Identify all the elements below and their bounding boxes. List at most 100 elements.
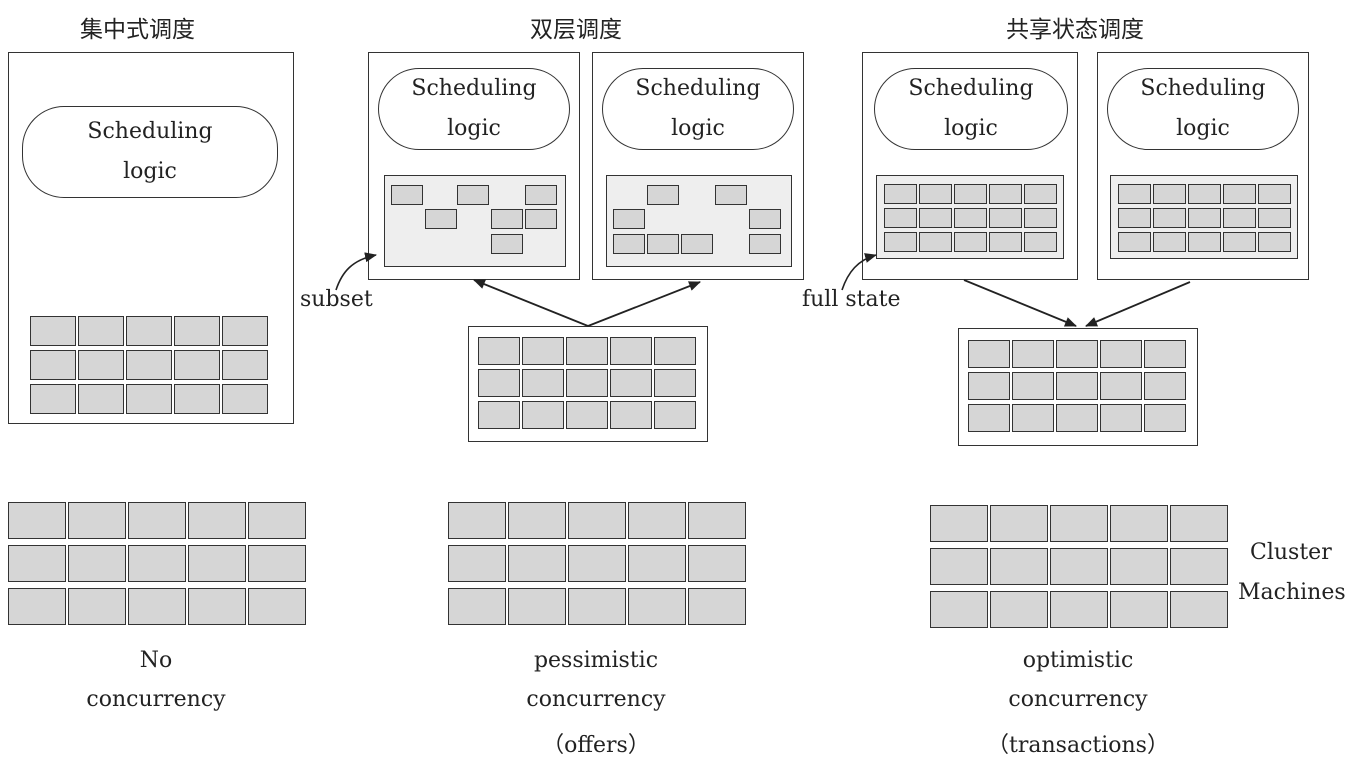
offered-machine-cell bbox=[425, 209, 457, 229]
machine-cell bbox=[126, 316, 172, 346]
cluster-machine-cell bbox=[508, 545, 566, 582]
state-cell bbox=[884, 208, 917, 228]
cluster-machine-cell bbox=[568, 588, 626, 625]
machine-cell bbox=[78, 384, 124, 414]
offered-machine-cell bbox=[749, 209, 781, 229]
state-cell bbox=[1153, 208, 1186, 228]
transaction-arrow-left bbox=[963, 279, 1077, 327]
state-cell bbox=[1188, 208, 1221, 228]
cluster-machine-cell bbox=[448, 502, 506, 539]
offered-machine-cell bbox=[391, 185, 423, 205]
state-cell bbox=[919, 184, 952, 204]
machine-cell bbox=[478, 369, 520, 397]
offered-machine-cell bbox=[681, 234, 713, 254]
cluster-machine-cell bbox=[68, 588, 126, 625]
offer-arrow-right bbox=[587, 281, 701, 327]
heading-centralized-scheduling: 集中式调度 bbox=[80, 17, 195, 43]
caption-no-concurrency-line1: No bbox=[139, 648, 173, 673]
state-cell bbox=[968, 404, 1010, 432]
subset-pointer-arrow bbox=[335, 252, 377, 291]
subset-label: subset bbox=[300, 287, 373, 312]
offered-machine-cell bbox=[613, 234, 645, 254]
state-cell bbox=[989, 232, 1022, 252]
cluster-machine-cell bbox=[1170, 548, 1228, 585]
full-state-pointer-arrow bbox=[841, 253, 877, 291]
machine-cell bbox=[126, 384, 172, 414]
state-cell bbox=[1188, 232, 1221, 252]
cluster-machine-cell bbox=[1170, 591, 1228, 628]
scheduling-logic-line1: Scheduling bbox=[87, 119, 213, 144]
caption-pessimistic-line2: concurrency bbox=[526, 687, 666, 712]
state-cell bbox=[1118, 232, 1151, 252]
cluster-machine-cell bbox=[930, 548, 988, 585]
cluster-machine-cell bbox=[990, 505, 1048, 542]
state-cell bbox=[1012, 404, 1054, 432]
state-cell bbox=[1056, 340, 1098, 368]
offered-machine-cell bbox=[715, 185, 747, 205]
cluster-machine-cell bbox=[688, 588, 746, 625]
cluster-machine-cell bbox=[188, 545, 246, 582]
state-cell bbox=[1100, 372, 1142, 400]
cluster-machine-cell bbox=[508, 588, 566, 625]
machine-cell bbox=[222, 350, 268, 380]
cluster-machine-cell bbox=[628, 502, 686, 539]
caption-pessimistic-line1: pessimistic bbox=[533, 648, 659, 673]
scheduling-logic-line1: Scheduling bbox=[908, 76, 1034, 101]
cluster-machine-cell bbox=[930, 505, 988, 542]
scheduling-logic-shared-2: Scheduling logic bbox=[1107, 68, 1299, 150]
offered-machine-cell bbox=[525, 209, 557, 229]
cluster-machine-cell bbox=[1110, 505, 1168, 542]
machine-cell bbox=[610, 337, 652, 365]
offered-machine-cell bbox=[749, 234, 781, 254]
state-cell bbox=[1100, 404, 1142, 432]
state-cell bbox=[884, 184, 917, 204]
heading-shared-state-scheduling: 共享状态调度 bbox=[1006, 17, 1144, 43]
scheduling-logic-centralized: Scheduling logic bbox=[22, 106, 278, 198]
state-cell bbox=[1144, 404, 1186, 432]
state-cell bbox=[1024, 184, 1057, 204]
caption-pessimistic-line3: （offers） bbox=[542, 733, 650, 758]
state-cell bbox=[968, 372, 1010, 400]
cluster-machine-cell bbox=[628, 545, 686, 582]
offer-arrow-left bbox=[473, 279, 589, 327]
machine-cell bbox=[78, 316, 124, 346]
cluster-machine-cell bbox=[128, 502, 186, 539]
machine-cell bbox=[610, 401, 652, 429]
state-cell bbox=[1188, 184, 1221, 204]
machine-cell bbox=[522, 401, 564, 429]
machine-cell bbox=[522, 337, 564, 365]
cluster-machine-cell bbox=[68, 502, 126, 539]
scheduling-logic-line2: logic bbox=[447, 116, 501, 141]
cluster-machine-cell bbox=[990, 548, 1048, 585]
machine-cell bbox=[174, 350, 220, 380]
machine-cell bbox=[654, 369, 696, 397]
state-cell bbox=[1024, 232, 1057, 252]
state-cell bbox=[989, 184, 1022, 204]
cluster-machine-cell bbox=[128, 588, 186, 625]
offered-machine-cell bbox=[457, 185, 489, 205]
scheduling-logic-line1: Scheduling bbox=[635, 76, 761, 101]
scheduling-logic-line1: Scheduling bbox=[1140, 76, 1266, 101]
state-cell bbox=[1223, 184, 1256, 204]
scheduling-logic-line1: Scheduling bbox=[411, 76, 537, 101]
machine-cell bbox=[478, 401, 520, 429]
cluster-machine-cell bbox=[448, 588, 506, 625]
machine-cell bbox=[174, 384, 220, 414]
state-cell bbox=[989, 208, 1022, 228]
cluster-machine-cell bbox=[1110, 548, 1168, 585]
state-cell bbox=[1153, 232, 1186, 252]
machine-cell bbox=[654, 401, 696, 429]
caption-optimistic-line2: concurrency bbox=[1008, 687, 1148, 712]
machine-cell bbox=[126, 350, 172, 380]
offered-machine-cell bbox=[647, 234, 679, 254]
cluster-machine-cell bbox=[688, 502, 746, 539]
cluster-machine-cell bbox=[248, 545, 306, 582]
state-cell bbox=[1144, 372, 1186, 400]
state-cell bbox=[1100, 340, 1142, 368]
state-cell bbox=[1258, 208, 1291, 228]
cluster-machine-cell bbox=[1110, 591, 1168, 628]
caption-no-concurrency-line2: concurrency bbox=[86, 687, 226, 712]
machine-cell bbox=[478, 337, 520, 365]
state-cell bbox=[1056, 372, 1098, 400]
